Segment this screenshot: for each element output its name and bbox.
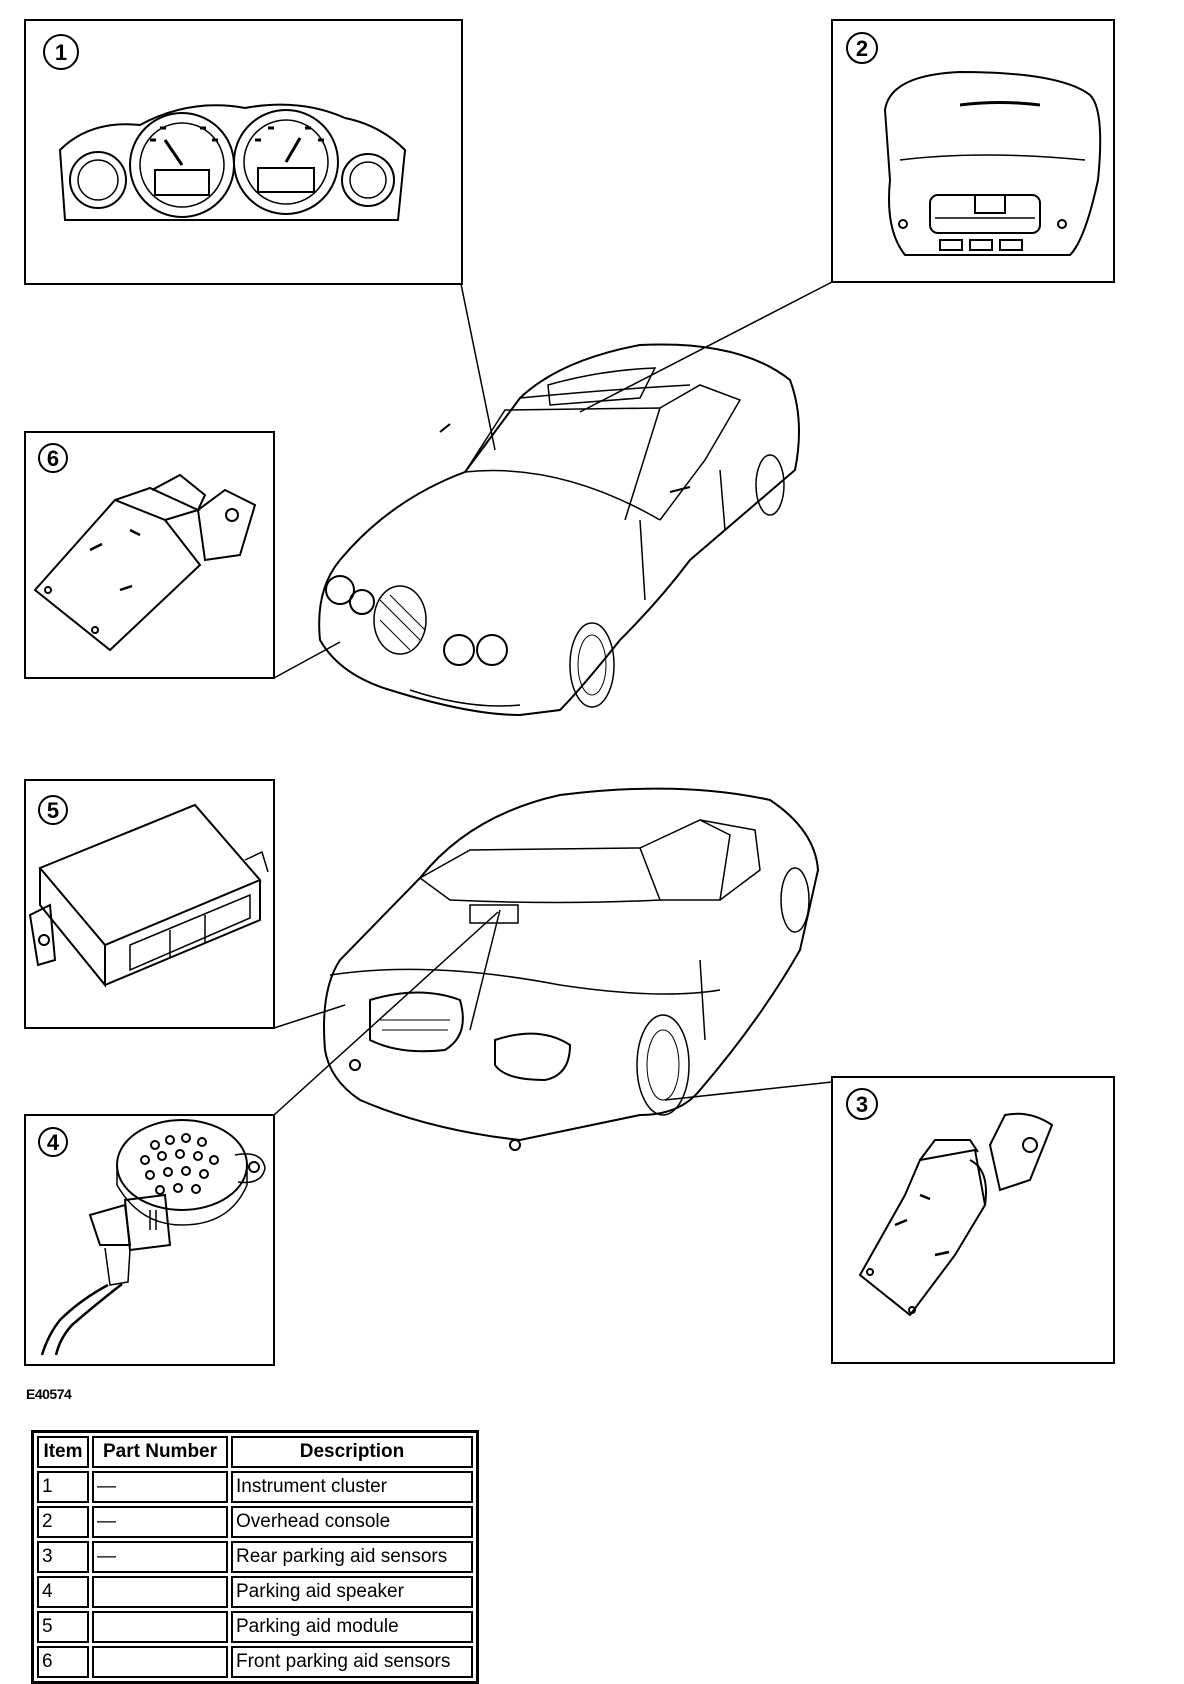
- table-row: 5 Parking aid module: [37, 1611, 473, 1643]
- component-location-diagram: 1 2: [24, 19, 1115, 1366]
- callout-4: 4: [47, 1130, 60, 1155]
- table-row: 1 — Instrument cluster: [37, 1471, 473, 1503]
- rear-car-illustration: [323, 787, 820, 1151]
- cell-item: 2: [37, 1506, 89, 1538]
- panel-front-parking-aid-sensors: 6: [24, 431, 275, 679]
- header-item: Item: [37, 1436, 89, 1468]
- rear-sensor-icon: [858, 1112, 1054, 1317]
- panel-instrument-cluster: 1: [24, 19, 463, 285]
- header-description: Description: [231, 1436, 473, 1468]
- callout-6: 6: [47, 446, 59, 471]
- parts-table: Item Part Number Description 1 — Instrum…: [31, 1430, 479, 1684]
- cell-description: Parking aid speaker: [231, 1576, 473, 1608]
- cell-part-number: —: [92, 1541, 228, 1573]
- table-header-row: Item Part Number Description: [37, 1436, 473, 1468]
- cell-item: 1: [37, 1471, 89, 1503]
- cell-item: 6: [37, 1646, 89, 1678]
- cell-item: 4: [37, 1576, 89, 1608]
- parking-aid-speaker-icon: [40, 1119, 266, 1356]
- table-row: 2 — Overhead console: [37, 1506, 473, 1538]
- callout-2: 2: [856, 36, 868, 61]
- header-part-number: Part Number: [92, 1436, 228, 1468]
- panel-rear-parking-aid-sensors: 3: [831, 1076, 1115, 1364]
- table-row: 6 Front parking aid sensors: [37, 1646, 473, 1678]
- overhead-console-icon: [883, 70, 1102, 256]
- callout-5: 5: [47, 798, 59, 823]
- cell-description: Front parking aid sensors: [231, 1646, 473, 1678]
- cell-part-number: —: [92, 1506, 228, 1538]
- parking-aid-module-icon: [28, 803, 269, 988]
- table-row: 4 Parking aid speaker: [37, 1576, 473, 1608]
- front-sensor-icon: [33, 473, 257, 652]
- cell-part-number: —: [92, 1471, 228, 1503]
- cell-part-number: [92, 1646, 228, 1678]
- instrument-cluster-icon: [58, 103, 407, 221]
- table-row: 3 — Rear parking aid sensors: [37, 1541, 473, 1573]
- cell-item: 5: [37, 1611, 89, 1643]
- cell-description: Rear parking aid sensors: [231, 1541, 473, 1573]
- cell-item: 3: [37, 1541, 89, 1573]
- cell-description: Overhead console: [231, 1506, 473, 1538]
- cell-part-number: [92, 1611, 228, 1643]
- panel-parking-aid-speaker: 4: [24, 1114, 275, 1366]
- front-car-illustration: [318, 343, 800, 717]
- figure-id: E40574: [26, 1386, 72, 1402]
- cell-description: Instrument cluster: [231, 1471, 473, 1503]
- cell-description: Parking aid module: [231, 1611, 473, 1643]
- cell-part-number: [92, 1576, 228, 1608]
- panel-parking-aid-module: 5: [24, 779, 275, 1029]
- callout-3: 3: [856, 1092, 868, 1117]
- panel-overhead-console: 2: [831, 19, 1115, 283]
- callout-1: 1: [55, 40, 67, 65]
